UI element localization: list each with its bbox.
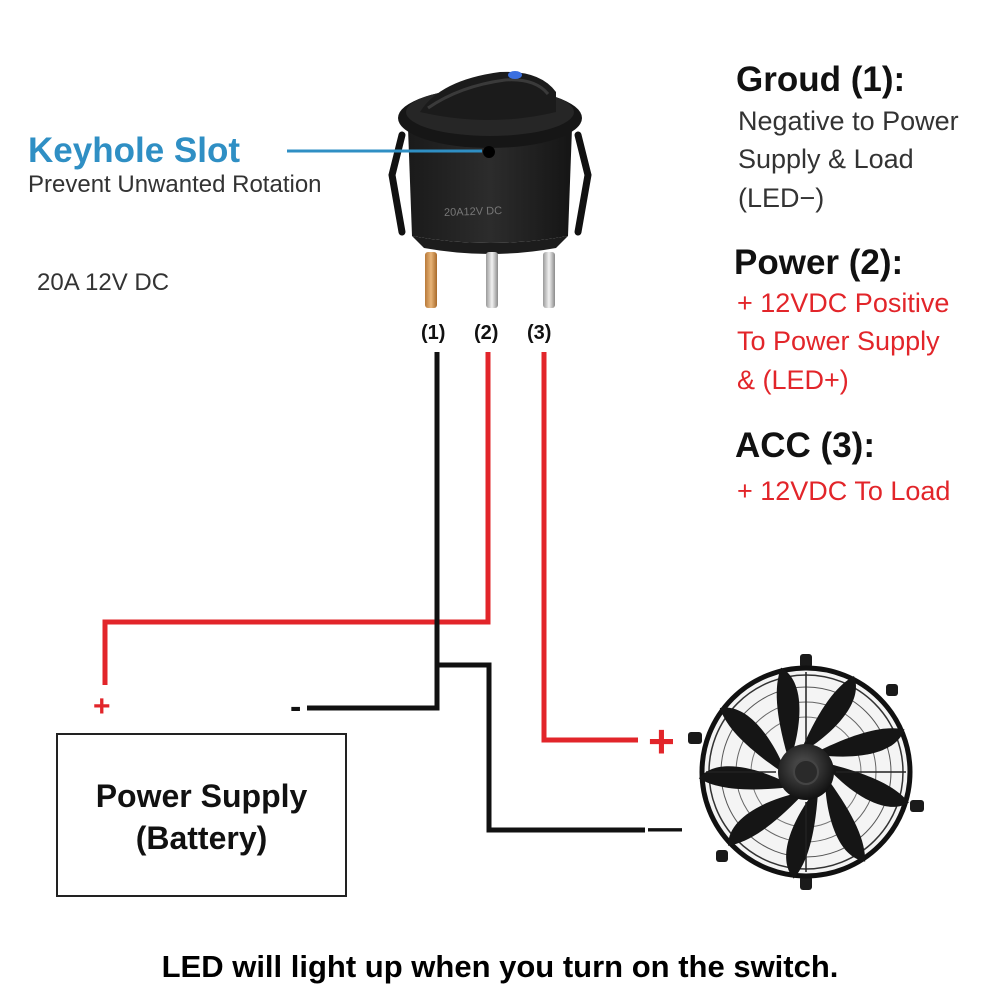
acc-line-1: + 12VDC To Load [737, 476, 951, 506]
fan-blade [827, 763, 909, 807]
caption: LED will light up when you turn on the s… [161, 949, 839, 984]
fan-blade [825, 780, 866, 862]
power-line-2: To Power Supply [737, 326, 940, 357]
ground-wire-load [437, 662, 645, 833]
ground-wire-battery [307, 352, 440, 711]
fan-plus-sign: + [648, 715, 675, 767]
fan-blade [776, 667, 800, 757]
battery-minus-sign: - [290, 688, 302, 726]
terminal-1-icon [425, 252, 437, 308]
power-heading: Power (2): [734, 243, 904, 282]
battery-label-line-1: Power Supply [95, 778, 308, 814]
terminal-2-icon [486, 252, 498, 308]
power-wire [102, 352, 491, 685]
fan-blade [728, 792, 802, 846]
ground-line-3: (LED−) [738, 182, 825, 213]
fan-icon [688, 654, 924, 890]
battery-plus-sign: + [93, 690, 111, 723]
ground-desc: Negative to Power Supply & Load (LED−) [738, 102, 959, 217]
fan-blade [802, 676, 856, 750]
fan-blade [818, 728, 905, 757]
terminal-3-icon [543, 252, 555, 308]
wires [102, 352, 645, 833]
rocker-switch [388, 71, 592, 308]
pin-label-2: (2) [474, 322, 499, 344]
fan-blade [786, 792, 818, 879]
power-line-1: + 12VDC Positive [737, 288, 950, 318]
keyhole-subtitle: Prevent Unwanted Rotation [28, 171, 322, 198]
keyhole-title: Keyhole Slot [28, 131, 240, 170]
switch-stamp: 20A12V DC [443, 204, 503, 220]
led-indicator-icon [508, 71, 522, 79]
battery-label: Power Supply (Battery) [57, 776, 346, 859]
fan-blade [719, 707, 785, 772]
power-line-3: & (LED+) [737, 364, 849, 395]
keyhole-icon [483, 146, 495, 158]
rating-label: 20A 12V DC [37, 269, 170, 296]
acc-wire [541, 352, 638, 743]
acc-desc: + 12VDC To Load [737, 472, 950, 510]
power-desc: + 12VDC Positive To Power Supply & (LED+… [737, 284, 949, 399]
pin-label-3: (3) [527, 322, 552, 344]
pin-label-1: (1) [421, 322, 446, 344]
fan-minus-sign: — [648, 809, 682, 847]
ground-heading: Groud (1): [736, 60, 906, 99]
ground-line-2: Supply & Load [738, 144, 914, 175]
ground-line-1: Negative to Power [738, 106, 959, 136]
acc-heading: ACC (3): [735, 426, 875, 465]
battery-box [56, 733, 347, 897]
battery-label-line-2: (Battery) [135, 819, 268, 856]
